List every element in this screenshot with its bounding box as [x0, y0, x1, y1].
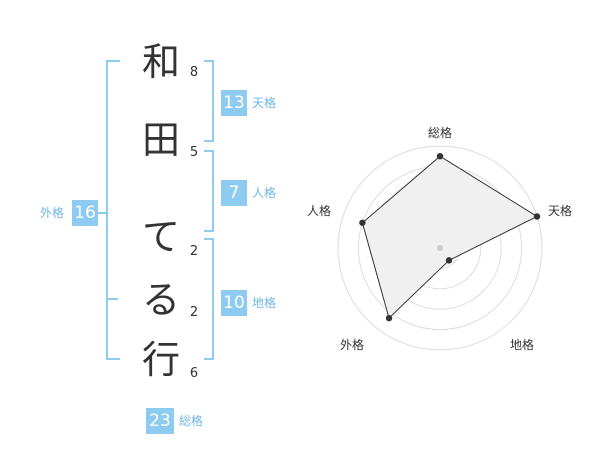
- radar-polygon: [361, 155, 539, 320]
- radar-label-jinkaku: 人格: [307, 204, 332, 218]
- jinkaku-bracket: [204, 150, 214, 232]
- stroke-count-3: 2: [189, 244, 199, 259]
- gaikaku-bracket: [106, 60, 120, 360]
- gaikaku-tick-inner: [106, 298, 118, 300]
- radar-point: [359, 219, 366, 226]
- jinkaku-badge: 7: [221, 180, 247, 206]
- radar-label-gaikaku: 外格: [340, 338, 365, 352]
- name-char-3: て: [141, 215, 180, 259]
- stroke-count-1: 8: [189, 65, 199, 80]
- chikaku-bracket: [204, 238, 214, 360]
- name-char-2: 田: [141, 118, 180, 162]
- name-char-1: 和: [141, 40, 180, 84]
- name-char-4: る: [141, 278, 180, 322]
- gaikaku-tick: [96, 212, 106, 214]
- radar-label-chikaku: 地格: [510, 338, 535, 352]
- radar-point: [533, 213, 541, 220]
- gaikaku-label: 外格: [40, 206, 65, 220]
- name-char-5: 行: [141, 338, 180, 382]
- jinkaku-label: 人格: [252, 186, 277, 200]
- tenkaku-bracket: [204, 60, 214, 142]
- soukaku-badge: 23: [146, 408, 174, 434]
- stroke-count-2: 5: [189, 145, 199, 160]
- tenkaku-label: 天格: [252, 96, 277, 110]
- radar-label-tenkaku: 天格: [548, 204, 573, 218]
- stroke-count-5: 6: [189, 366, 199, 381]
- radar-point: [385, 314, 393, 322]
- radar-point: [436, 153, 444, 160]
- radar-point: [445, 257, 453, 264]
- gaikaku-badge: 16: [72, 200, 98, 226]
- radar-ring: [337, 145, 543, 351]
- tenkaku-badge: 13: [221, 90, 247, 116]
- stroke-count-4: 2: [189, 305, 199, 320]
- chikaku-badge: 10: [221, 290, 247, 316]
- radar-center-dot: [437, 245, 443, 251]
- soukaku-label: 総格: [179, 414, 204, 428]
- chikaku-label: 地格: [252, 296, 277, 310]
- radar-label-soukaku: 総格: [428, 126, 453, 140]
